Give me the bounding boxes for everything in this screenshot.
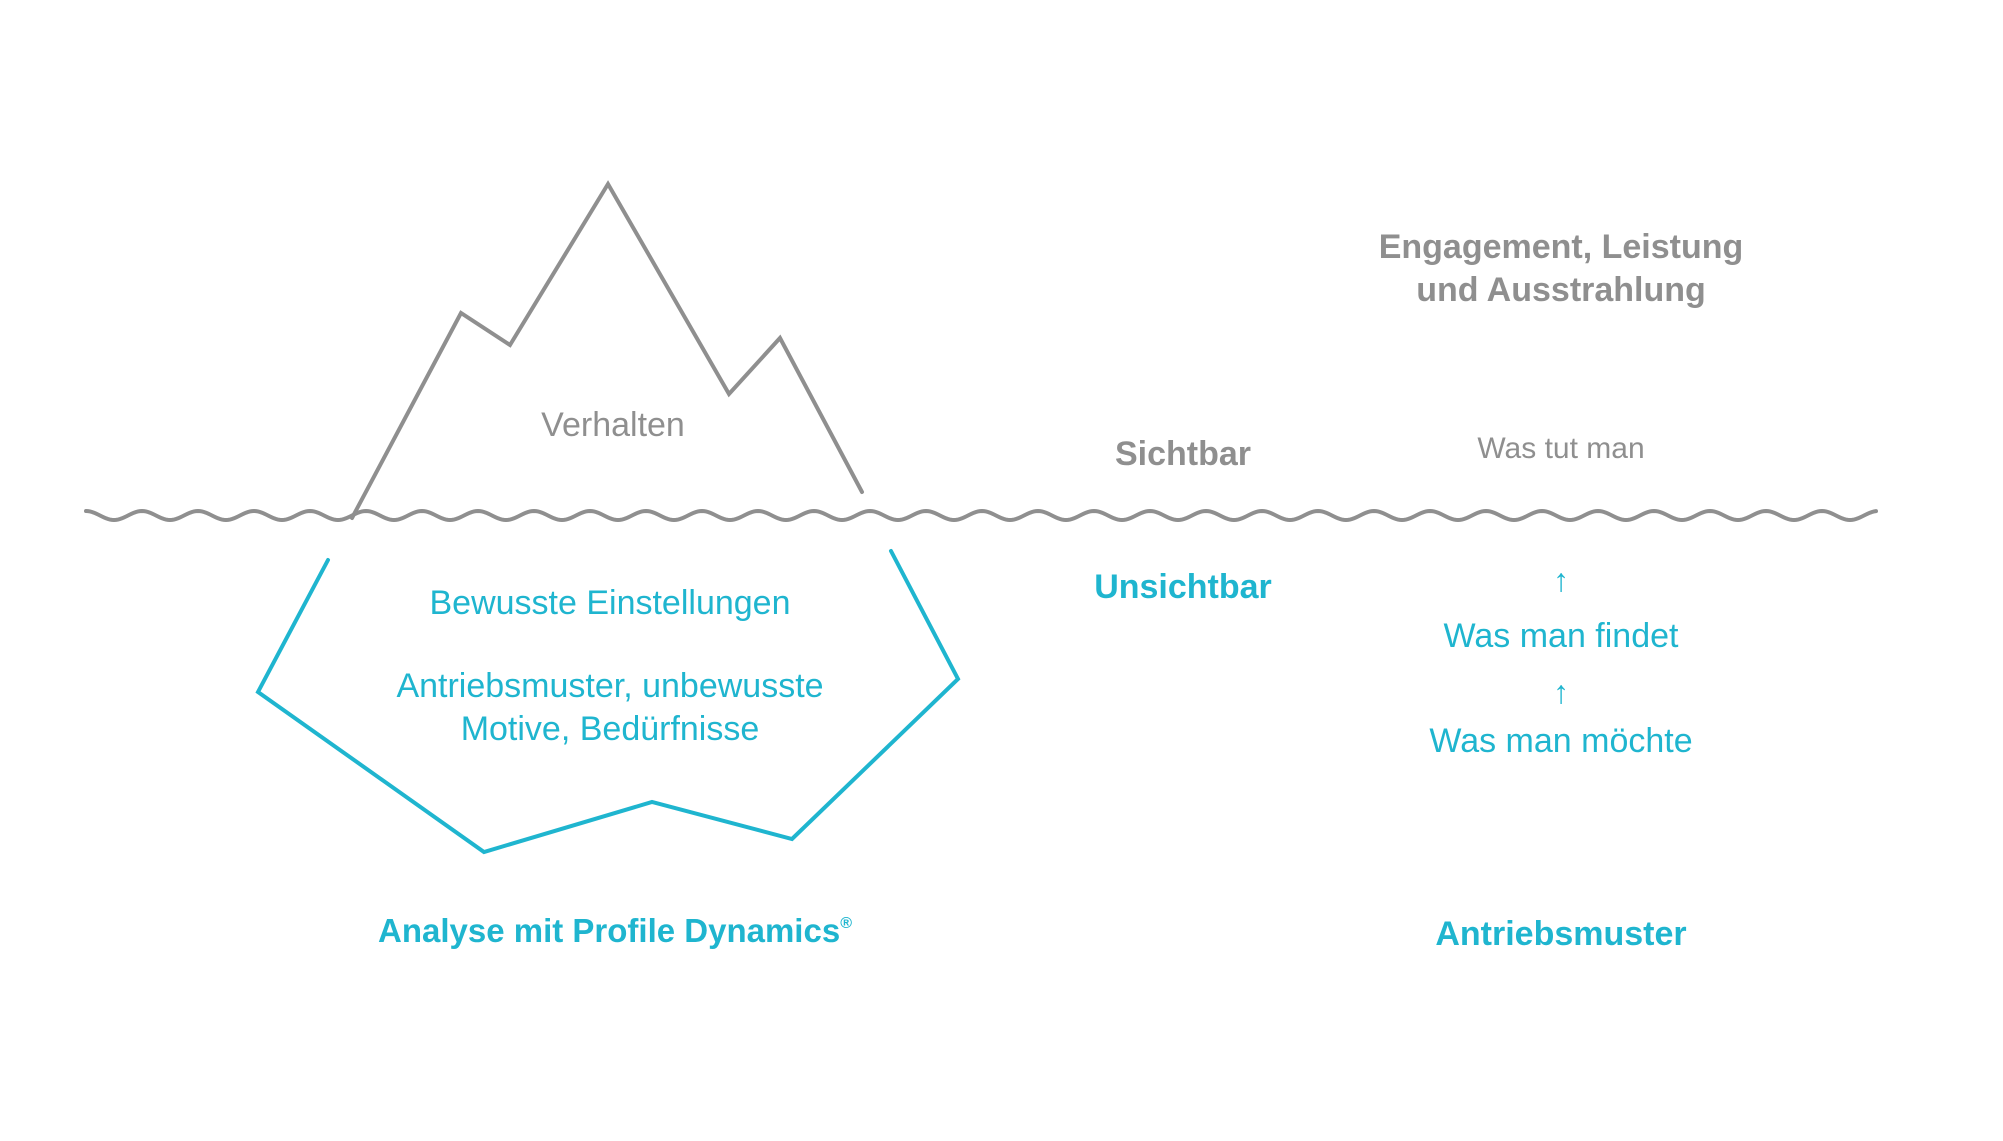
result-heading: Engagement, Leistung und Ausstrahlung	[1379, 226, 1744, 311]
label-invisible: Unsichtbar	[1094, 568, 1272, 606]
caption-analysis: Analyse mit Profile Dynamics®	[378, 910, 852, 951]
label-what-one-finds: Was man findet	[1443, 617, 1679, 655]
label-unconscious-motives-line2: Motive, Bedürfnisse	[460, 709, 760, 748]
label-conscious-attitudes: Bewusste Einstellungen	[429, 584, 791, 622]
result-heading-line2: und Ausstrahlung	[1416, 270, 1706, 309]
result-heading-line1: Engagement, Leistung	[1378, 228, 1744, 266]
iceberg-submerged-outline	[255, 549, 961, 855]
label-unconscious-motives: Antriebsmuster, unbewusste Motive, Bedür…	[396, 665, 823, 750]
label-visible: Sichtbar	[1114, 435, 1252, 473]
iceberg-tip-outline	[350, 180, 864, 520]
registered-mark: ®	[840, 915, 852, 932]
label-unconscious-motives-line1: Antriebsmuster, unbewusste	[396, 667, 824, 705]
label-what-one-does: Was tut man	[1477, 432, 1645, 465]
caption-drive-patterns: Antriebsmuster	[1435, 915, 1687, 953]
label-what-one-wants: Was man möchte	[1429, 722, 1693, 760]
arrow-up-icon: ↑	[1553, 562, 1569, 598]
arrow-up-icon: ↑	[1553, 674, 1569, 710]
label-behavior: Verhalten	[541, 406, 685, 444]
caption-analysis-text: Analyse mit Profile Dynamics	[378, 912, 841, 949]
water-line	[84, 508, 1878, 523]
